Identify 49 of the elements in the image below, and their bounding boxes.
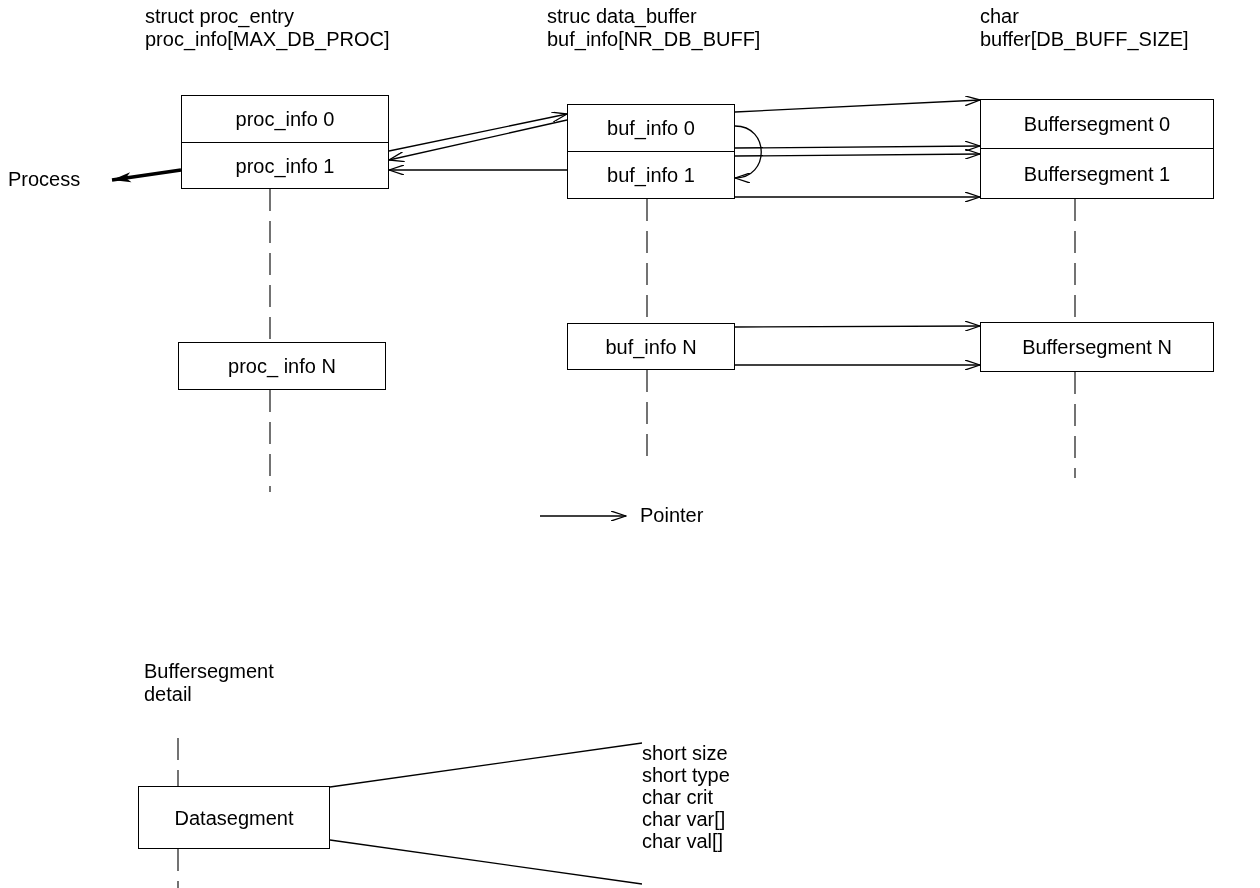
continuation-line <box>1074 371 1076 479</box>
memory-cell-box <box>181 142 389 189</box>
cell-label: buf_info N <box>605 335 697 358</box>
pointer-arrow <box>388 119 568 163</box>
pointer-arrow <box>734 125 762 182</box>
cell-label: buf_info 0 <box>607 117 695 139</box>
pointer-arrow <box>388 164 568 176</box>
pointer-arrow <box>111 168 182 183</box>
memory-cell-box <box>181 95 389 143</box>
memory-cell-box <box>567 151 735 199</box>
cell-label: buf_info 1 <box>607 164 695 186</box>
field-declaration: char var[] <box>642 808 726 830</box>
continuation-line <box>177 848 179 888</box>
cell-label: Process <box>8 168 81 190</box>
cell-label: Buffersegment N <box>1022 336 1172 358</box>
pointer-arrow <box>734 191 981 203</box>
cell-label: proc_info 1 <box>235 154 335 177</box>
field-declaration: short type <box>642 764 730 786</box>
memory-cell-box <box>980 99 1214 149</box>
memory-cell-box <box>567 323 735 370</box>
legend-label: Pointer <box>640 504 704 527</box>
array-heading: struc data_buffer buf_info[NR_DB_BUFF] <box>547 5 761 51</box>
array-heading: struct proc_entry proc_info[MAX_DB_PROC] <box>145 5 390 51</box>
continuation-line <box>646 369 648 457</box>
pointer-arrow <box>734 140 981 152</box>
pointer-arrow <box>388 111 568 152</box>
cell-label: proc_info 0 <box>235 108 335 130</box>
cell-label: Buffersegment 1 <box>1023 162 1171 185</box>
memory-cell-box <box>567 104 735 152</box>
memory-cell-box <box>178 342 386 390</box>
field-declaration: short size <box>642 742 728 764</box>
leader-line <box>329 742 643 788</box>
memory-cell-box <box>980 322 1214 372</box>
field-declaration: char crit <box>642 786 714 808</box>
pointer-arrow <box>734 148 981 160</box>
cell-label: Buffersegment 0 <box>1023 113 1171 135</box>
continuation-line <box>177 737 179 787</box>
memory-cell-box <box>138 786 330 849</box>
pointer-arrow <box>734 320 981 332</box>
array-heading: Buffersegment detail <box>144 660 274 706</box>
field-declaration: char val[] <box>642 830 724 852</box>
leader-line <box>329 839 643 885</box>
continuation-line <box>269 389 271 493</box>
memory-cell-box <box>980 148 1214 199</box>
cell-label: proc_ info N <box>228 355 336 377</box>
cell-label: Datasegment <box>174 806 294 829</box>
pointer-arrow <box>734 359 981 371</box>
pointer-arrow <box>734 95 981 113</box>
array-heading: char buffer[DB_BUFF_SIZE] <box>980 5 1189 51</box>
